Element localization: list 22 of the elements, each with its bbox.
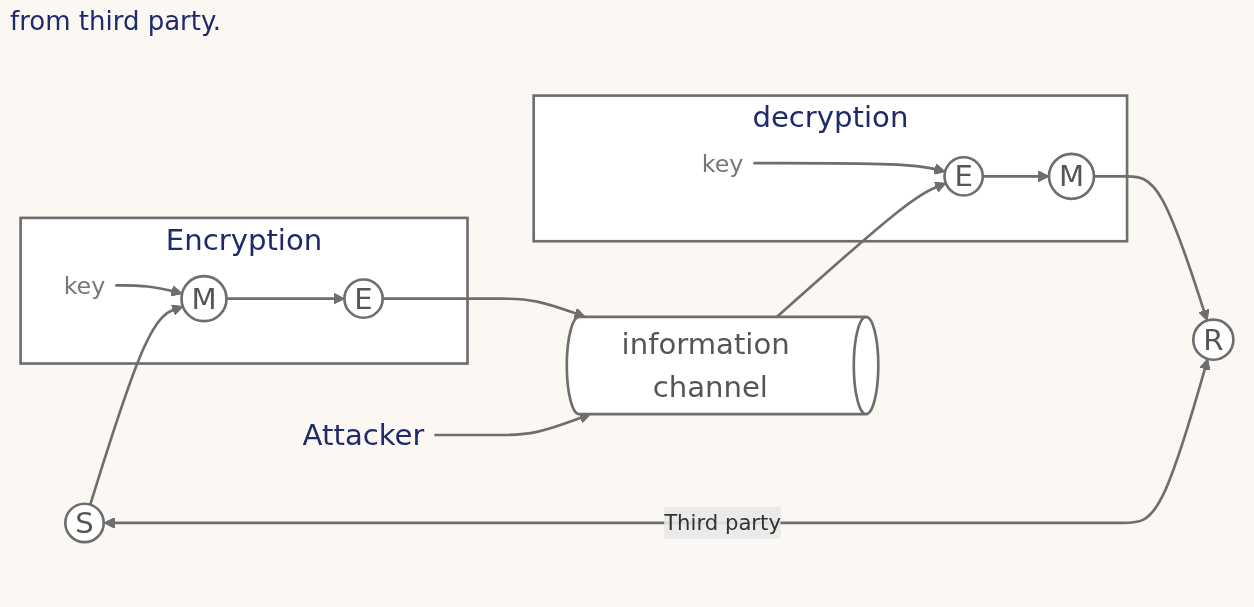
node-circle: E xyxy=(343,278,384,320)
arrow xyxy=(1094,175,1210,322)
node-circle: M xyxy=(1047,152,1096,201)
arrow xyxy=(776,182,947,319)
arrow xyxy=(753,162,946,176)
node-text: information channel xyxy=(621,327,790,405)
arrow xyxy=(434,412,591,437)
arrow xyxy=(982,170,1050,183)
node-text: key xyxy=(63,271,106,300)
arrow xyxy=(103,358,1211,530)
arrow xyxy=(226,293,345,305)
node-circle: M xyxy=(180,275,228,323)
arrow xyxy=(115,284,183,297)
node-circle: E xyxy=(943,156,985,198)
node-circle: R xyxy=(1191,318,1235,362)
edge-label: Third party xyxy=(664,509,781,536)
arrow xyxy=(382,297,586,320)
node-circle: S xyxy=(64,502,105,544)
note-text: from third party. xyxy=(10,6,221,36)
node-text: key xyxy=(701,149,744,178)
arrow xyxy=(88,304,184,506)
node-text: Attacker xyxy=(302,418,425,452)
